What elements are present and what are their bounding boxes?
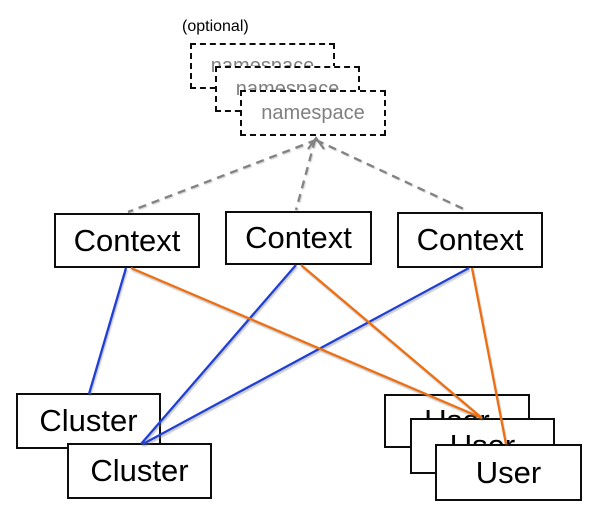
- user-box-3-label: User: [475, 454, 542, 490]
- edge-namespace-stack-to-context-2: [294, 139, 317, 211]
- optional-caption: (optional): [182, 18, 249, 35]
- cluster-box-1-label: Cluster: [39, 403, 138, 438]
- context-box-2: Context: [225, 211, 372, 265]
- context-box-1-label: Context: [73, 222, 181, 258]
- namespace-box-3: namespace: [240, 90, 386, 136]
- edge-context-1-to-cluster-1: [87, 267, 128, 395]
- context-box-3: Context: [397, 212, 543, 268]
- cluster-box-2: Cluster: [67, 443, 212, 499]
- context-box-1: Context: [54, 213, 200, 268]
- arrow-up-icon: [307, 136, 325, 150]
- edge-namespace-stack-to-context-3: [315, 138, 469, 213]
- user-box-3: User: [435, 444, 582, 501]
- namespace-box-3-label: namespace: [261, 101, 365, 124]
- edge-namespace-stack-to-context-1: [127, 138, 317, 214]
- cluster-box-2-label: Cluster: [90, 453, 189, 488]
- cluster-box-1: Cluster: [16, 393, 161, 449]
- context-box-3-label: Context: [416, 222, 524, 257]
- edge-context-2-to-cluster-2: [140, 264, 297, 445]
- context-box-2-label: Context: [245, 220, 352, 255]
